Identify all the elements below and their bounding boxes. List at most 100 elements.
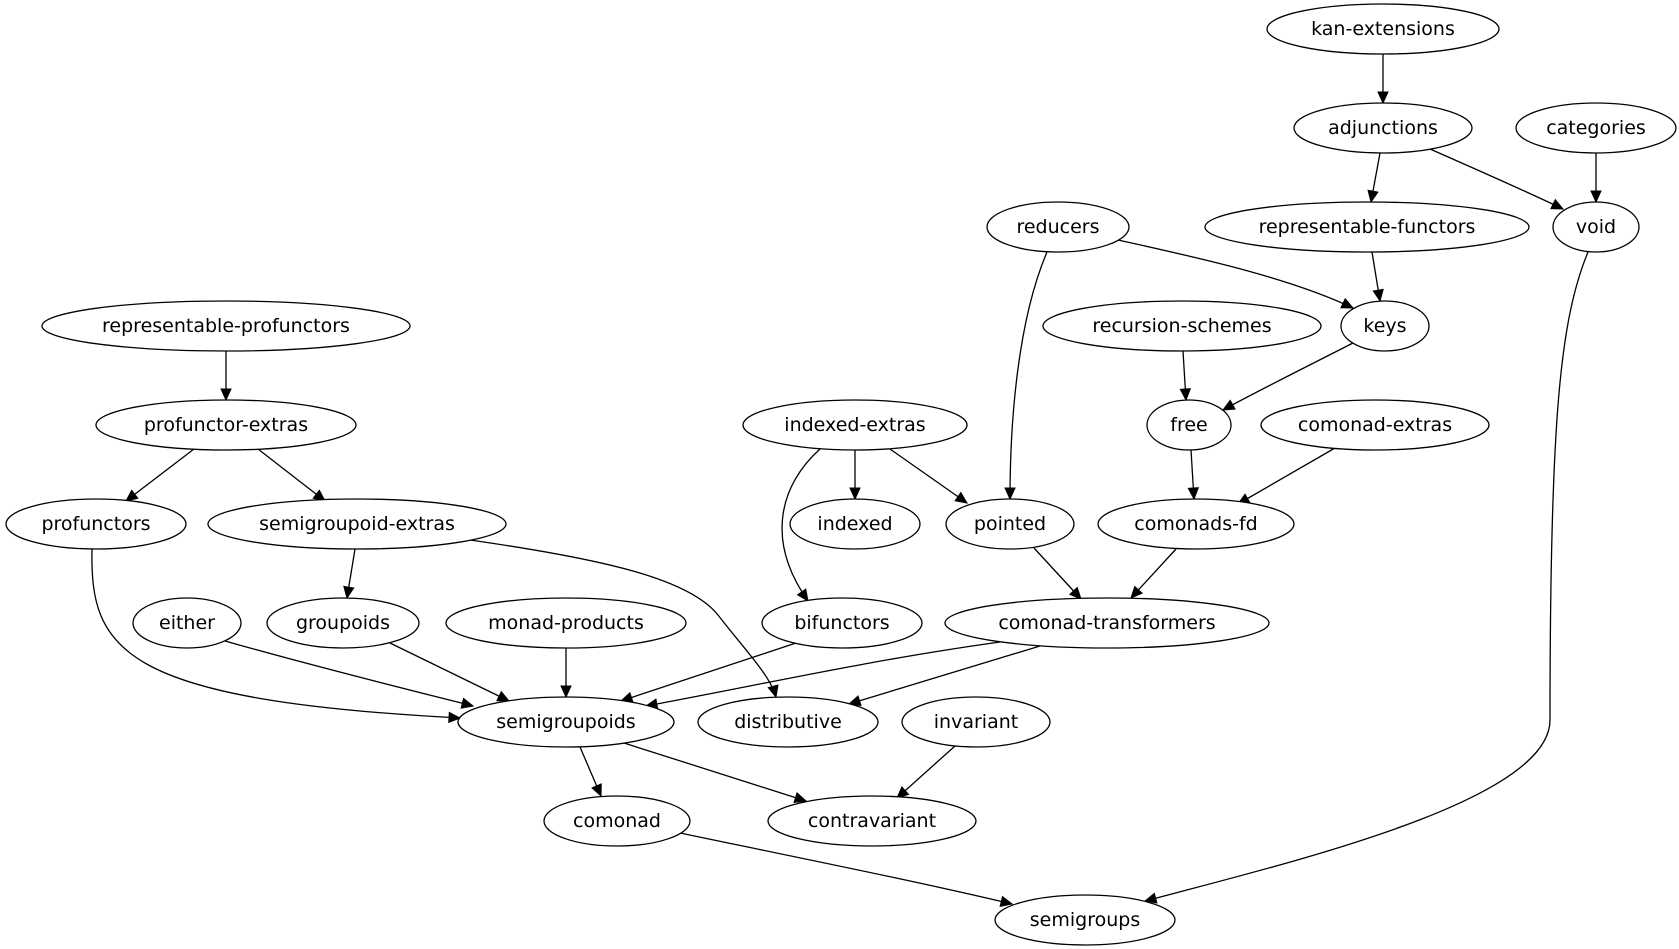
edge-pointed-to-comonad-transformers xyxy=(1033,547,1082,600)
node-either[interactable]: either xyxy=(132,597,242,649)
edge-line xyxy=(125,448,195,502)
arrowhead xyxy=(1179,388,1192,402)
arrowhead xyxy=(591,783,602,798)
node-indexed-extras[interactable]: indexed-extras xyxy=(742,399,968,451)
node-label: profunctor-extras xyxy=(144,414,308,436)
node-label: monad-products xyxy=(488,612,644,634)
node-comonad-extras[interactable]: comonad-extras xyxy=(1260,399,1490,451)
node-semigroupoid-extras[interactable]: semigroupoid-extras xyxy=(207,498,507,550)
arrowhead xyxy=(1550,198,1565,210)
edge-either-to-semigroupoids xyxy=(224,640,475,709)
edge-line xyxy=(257,448,326,502)
node-label: profunctors xyxy=(41,513,150,535)
arrowhead xyxy=(448,711,462,724)
node-profunctor-extras[interactable]: profunctor-extras xyxy=(95,399,357,451)
arrowhead xyxy=(496,690,511,702)
edge-line xyxy=(1237,447,1336,505)
arrowhead xyxy=(125,489,139,502)
node-keys[interactable]: keys xyxy=(1340,300,1430,352)
edge-recursion-schemes-to-free xyxy=(1179,350,1192,402)
edge-indexed-extras-to-bifunctors xyxy=(781,448,821,602)
edge-semigroupoid-extras-to-distributive xyxy=(469,539,779,699)
node-representable-profunctors[interactable]: representable-profunctors xyxy=(41,300,411,352)
arrowhead xyxy=(1372,288,1384,303)
node-contravariant[interactable]: contravariant xyxy=(767,795,977,847)
edge-comonad-extras-to-comonads-fd xyxy=(1236,447,1336,505)
node-monad-products[interactable]: monad-products xyxy=(445,597,687,649)
nodes-layer: kan-extensions adjunctions categories re… xyxy=(5,3,1677,946)
arrowhead xyxy=(896,786,910,799)
node-comonads-fd[interactable]: comonads-fd xyxy=(1097,498,1295,550)
node-semigroups[interactable]: semigroups xyxy=(994,894,1176,946)
node-label: reducers xyxy=(1016,216,1099,238)
arrowhead xyxy=(767,684,779,699)
arrowhead xyxy=(1367,189,1379,204)
node-representable-functors[interactable]: representable-functors xyxy=(1204,201,1530,253)
edge-line xyxy=(1009,251,1048,500)
edge-line xyxy=(1144,251,1589,902)
arrowhead xyxy=(560,685,572,699)
arrowhead xyxy=(460,697,475,709)
node-label: distributive xyxy=(734,711,842,733)
edge-representable-profunctors-to-profunctor-extras xyxy=(220,351,232,402)
arrowhead xyxy=(1187,487,1200,501)
edge-void-to-semigroups xyxy=(1143,251,1589,904)
edge-line xyxy=(848,645,1041,705)
node-comonad-transformers[interactable]: comonad-transformers xyxy=(944,597,1270,649)
edge-invariant-to-contravariant xyxy=(896,745,956,799)
edge-profunctor-extras-to-semigroupoid-extras xyxy=(257,448,326,502)
edge-comonad-transformers-to-distributive xyxy=(847,645,1041,707)
node-label: void xyxy=(1576,216,1616,238)
node-label: either xyxy=(159,612,215,634)
edge-line xyxy=(1429,148,1564,210)
node-categories[interactable]: categories xyxy=(1515,102,1677,154)
node-reducers[interactable]: reducers xyxy=(986,201,1130,253)
edge-line xyxy=(679,832,1013,905)
edge-monad-products-to-semigroupoids xyxy=(560,648,572,699)
node-bifunctors[interactable]: bifunctors xyxy=(761,597,923,649)
node-void[interactable]: void xyxy=(1552,201,1640,253)
node-profunctors[interactable]: profunctors xyxy=(5,498,187,550)
node-groupoids[interactable]: groupoids xyxy=(266,597,420,649)
node-label: free xyxy=(1170,414,1207,436)
arrowhead xyxy=(796,588,809,602)
edge-comonads-fd-to-comonad-transformers xyxy=(1130,548,1177,599)
edge-profunctor-extras-to-profunctors xyxy=(125,448,195,502)
arrowhead xyxy=(1143,892,1158,904)
node-free[interactable]: free xyxy=(1146,399,1232,451)
edge-line xyxy=(389,642,510,702)
node-comonad[interactable]: comonad xyxy=(543,795,691,847)
arrowhead xyxy=(220,388,232,402)
node-label: comonad xyxy=(573,810,661,832)
edge-line xyxy=(1117,239,1354,309)
edge-groupoids-to-semigroupoids xyxy=(389,642,511,702)
arrowhead xyxy=(1221,399,1236,411)
node-label: representable-functors xyxy=(1259,216,1476,238)
node-label: comonad-transformers xyxy=(998,612,1215,634)
node-label: representable-profunctors xyxy=(102,315,350,337)
node-recursion-schemes[interactable]: recursion-schemes xyxy=(1042,300,1322,352)
node-invariant[interactable]: invariant xyxy=(901,696,1051,748)
edge-semigroupoid-extras-to-groupoids xyxy=(343,548,356,600)
edge-adjunctions-to-representable-functors xyxy=(1367,152,1381,204)
edge-semigroupoids-to-comonad xyxy=(579,746,602,798)
edge-bifunctors-to-semigroupoids xyxy=(619,642,797,703)
edge-line xyxy=(469,539,777,698)
node-distributive[interactable]: distributive xyxy=(697,696,879,748)
node-label: pointed xyxy=(974,513,1046,535)
arrowhead xyxy=(1068,586,1082,600)
node-indexed[interactable]: indexed xyxy=(789,498,921,550)
node-kan-extensions[interactable]: kan-extensions xyxy=(1266,3,1500,55)
arrowhead xyxy=(1377,91,1389,105)
node-adjunctions[interactable]: adjunctions xyxy=(1293,102,1473,154)
node-label: groupoids xyxy=(296,612,390,634)
edge-indexed-extras-to-indexed xyxy=(849,450,861,501)
node-label: keys xyxy=(1363,315,1406,337)
arrowhead xyxy=(999,895,1014,907)
edge-line xyxy=(889,448,968,504)
node-semigroupoids[interactable]: semigroupoids xyxy=(457,696,675,748)
edge-line xyxy=(896,745,956,799)
node-label: adjunctions xyxy=(1328,117,1438,139)
edge-line xyxy=(1033,547,1082,600)
node-pointed[interactable]: pointed xyxy=(945,498,1075,550)
